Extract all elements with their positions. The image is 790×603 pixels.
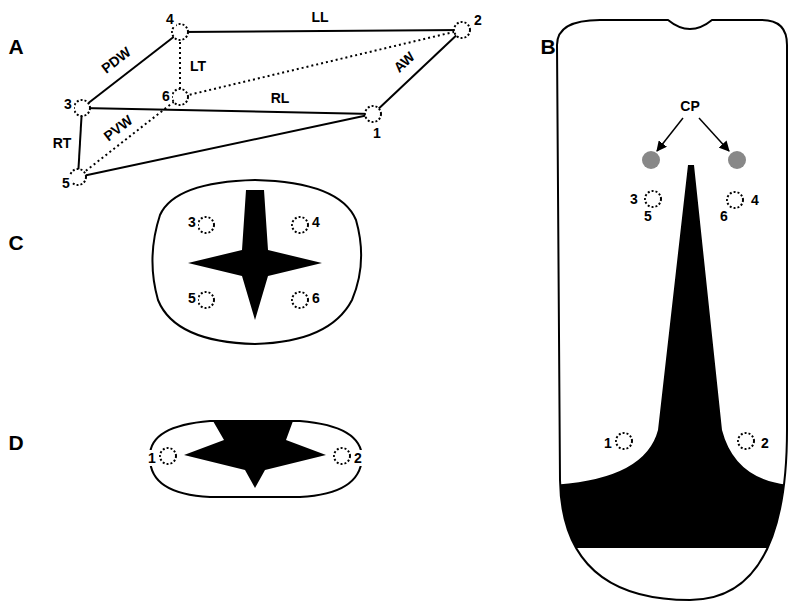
measurement-label: RL bbox=[269, 90, 292, 106]
callout-number: 5 bbox=[60, 175, 72, 191]
landmark-circles bbox=[70, 22, 470, 185]
callout-number: 3 bbox=[62, 96, 74, 112]
callout-number: 2 bbox=[759, 435, 771, 451]
callout-number: 6 bbox=[718, 208, 730, 224]
callout-number: 6 bbox=[160, 88, 172, 104]
callout-number: 4 bbox=[164, 11, 176, 27]
callout-number: 1 bbox=[371, 125, 383, 141]
measurement-label: RT bbox=[51, 135, 74, 151]
callout-number: 2 bbox=[472, 12, 484, 28]
callout-number: 5 bbox=[642, 208, 654, 224]
callout-number: 1 bbox=[146, 450, 158, 466]
panel-letter: A bbox=[6, 35, 25, 58]
cross-section-d bbox=[150, 421, 362, 497]
measurement-label: PVW bbox=[99, 111, 137, 146]
measurement-label: CP bbox=[678, 98, 701, 114]
callout-number: 1 bbox=[602, 435, 614, 451]
callout-number: 3 bbox=[628, 191, 640, 207]
callout-number: 2 bbox=[352, 450, 364, 466]
tongue-dorsal-view bbox=[550, 20, 790, 600]
panel-letter: D bbox=[6, 431, 25, 454]
landmark-lines bbox=[78, 30, 462, 177]
panel-letter: C bbox=[6, 231, 25, 254]
measurement-label: LT bbox=[188, 58, 208, 74]
callout-number: 3 bbox=[186, 214, 198, 230]
callout-number: 6 bbox=[310, 290, 322, 306]
measurement-label: AW bbox=[389, 47, 419, 77]
cross-section-c bbox=[152, 180, 361, 344]
callout-number: 4 bbox=[749, 192, 761, 208]
callout-number: 4 bbox=[310, 214, 322, 230]
panel-letter: B bbox=[538, 35, 557, 58]
callout-number: 5 bbox=[186, 290, 198, 306]
measurement-label: LL bbox=[309, 9, 330, 25]
